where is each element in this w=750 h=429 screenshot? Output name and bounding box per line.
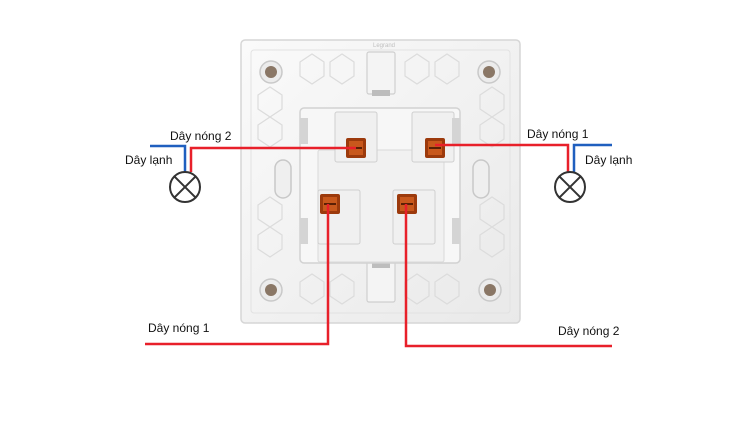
screw-hole-top-right xyxy=(477,60,501,84)
screw-hole-bottom-right xyxy=(478,278,502,302)
plate-ribs xyxy=(257,53,505,305)
screw-hole-bottom-left xyxy=(259,278,283,302)
top-clip xyxy=(366,51,396,95)
label-right-neutral: Dây lạnh xyxy=(585,153,632,167)
mount-slot-right xyxy=(472,159,490,199)
wire-hot-bottom-left xyxy=(145,204,330,346)
brand-mark: Legrand xyxy=(373,43,395,49)
terminal-top-right xyxy=(425,138,445,158)
switch-body xyxy=(299,107,461,264)
terminal-bottom-left xyxy=(320,194,340,214)
screw-hole-top-left xyxy=(259,60,283,84)
label-left-neutral: Dây lạnh xyxy=(125,153,172,167)
wire-hot-right-lamp xyxy=(435,143,570,172)
wire-hot-left-lamp xyxy=(189,146,356,172)
wire-neutral-right xyxy=(572,143,612,172)
neutral-wires xyxy=(150,143,612,172)
mount-slot-left xyxy=(274,159,292,199)
label-left-top-hot: Dây nóng 2 xyxy=(170,129,232,143)
wire-hot-bottom-right xyxy=(404,204,612,348)
label-right-top-hot: Dây nóng 1 xyxy=(527,127,589,141)
lamp-cross-icon xyxy=(554,171,586,203)
wire-neutral-left xyxy=(150,144,187,172)
switch-back-plate: Legrand xyxy=(240,39,521,324)
label-bottom-left-hot: Dây nóng 1 xyxy=(148,321,210,335)
lamp-cross-icon xyxy=(169,171,201,203)
hot-wires xyxy=(145,143,612,348)
label-bottom-right-hot: Dây nóng 2 xyxy=(558,324,620,338)
